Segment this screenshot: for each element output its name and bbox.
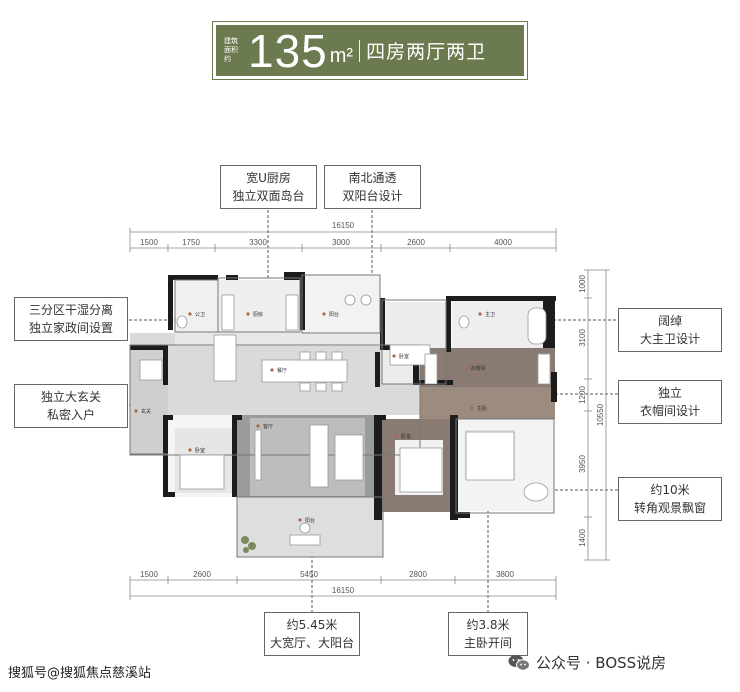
plants: [241, 536, 256, 553]
room-marker-entry: [134, 409, 138, 413]
room-marker-balcony: [298, 518, 302, 522]
callout-entrance-line1: 独立大玄关: [40, 390, 101, 404]
callout-bay-window-line1: 约10米: [650, 483, 690, 497]
area-unit: m²: [329, 45, 354, 67]
callout-living: 约5.45米 大宽厅、大阳台: [264, 612, 360, 656]
dim-bottom-4: 3800: [496, 570, 514, 579]
callout-closet-line1: 独立: [657, 386, 682, 400]
callout-ventilation-line2: 双阳台设计: [342, 189, 403, 203]
top-dimension-lines: [129, 228, 557, 252]
wechat-icon: [508, 654, 530, 671]
callout-ventilation-line1: 南北通透: [348, 171, 397, 185]
room-label-closet: 衣帽间: [470, 365, 485, 372]
room-marker-bedroom_s: [394, 434, 398, 438]
room-label-balcony: 阳台: [305, 517, 315, 524]
callout-master-bed-line2: 主卧开间: [463, 636, 512, 650]
room-label-bath2: 公卫: [195, 312, 205, 318]
layout-type: 四房两厅两卫: [366, 41, 487, 63]
dim-top-total: 16150: [332, 221, 355, 230]
room-marker-kitchen: [246, 312, 250, 316]
room-label-yard: 阳台: [329, 311, 339, 318]
room-label-bedroom_s: 卧室: [401, 433, 411, 440]
room-marker-corridor: [470, 406, 474, 410]
thin-walls: [129, 274, 555, 558]
furniture: [139, 294, 551, 546]
room-marker-yard: [322, 312, 326, 316]
area-number: 135: [248, 24, 328, 77]
callout-master-bath: 阔绰 大主卫设计: [618, 308, 722, 352]
right-dimension-lines: [584, 269, 610, 561]
callout-entrance: 独立大玄关 私密入户: [14, 384, 128, 428]
room-label-corridor: 主卧: [477, 405, 487, 412]
dim-right-3: 3950: [578, 455, 587, 473]
callout-wet-dry-line1: 三分区干湿分离: [28, 303, 113, 317]
dim-right-total: 10550: [596, 403, 605, 426]
room-label-bedroom_n: 卧室: [399, 353, 409, 360]
callout-master-bath-line2: 大主卫设计: [639, 332, 700, 346]
dim-top-1: 1750: [182, 238, 200, 247]
callout-living-line1: 约5.45米: [286, 618, 338, 632]
room-marker-master_bath: [478, 312, 482, 316]
room-label-entry: 玄关: [141, 408, 151, 415]
dim-bottom-0: 1500: [140, 570, 158, 579]
callout-kitchen-line2: 独立双面岛台: [232, 189, 305, 203]
callout-bay-window-line2: 转角观景飘窗: [633, 501, 706, 515]
dim-bottom-2: 5450: [300, 570, 318, 579]
dim-top-0: 1500: [140, 238, 158, 247]
room-marker-bedroom_n: [392, 354, 396, 358]
dimension-texts: 16150 1500 1750 3300 3000 2600 4000 1500 2600 545…: [140, 221, 605, 595]
watermark-sohu: 搜狐号@搜狐焦点慈溪站: [8, 666, 152, 681]
callout-wet-dry: 三分区干湿分离 独立家政间设置: [14, 297, 128, 341]
callout-closet: 独立 衣帽间设计: [618, 380, 722, 424]
dim-bottom-1: 2600: [193, 570, 211, 579]
callout-master-bed: 约3.8米 主卧开间: [448, 612, 528, 656]
callout-wet-dry-line2: 独立家政间设置: [28, 321, 113, 335]
dim-top-5: 4000: [494, 238, 512, 247]
dim-right-1: 3100: [578, 329, 587, 347]
room-labels: 公卫厨房阳台餐厅玄关卧室客厅阳台卧室主卫衣帽间主卧卧室: [134, 311, 495, 524]
dim-bottom-3: 2800: [409, 570, 427, 579]
room-marker-bedroom_w: [188, 448, 192, 452]
dim-right-0: 1000: [578, 275, 587, 293]
watermark-wechat: 公众号 · BOSS说房: [508, 652, 666, 673]
callout-closet-line2: 衣帽间设计: [639, 404, 700, 418]
room-label-bedroom_w: 卧室: [195, 447, 205, 454]
room-label-living: 客厅: [263, 423, 273, 430]
dim-right-2: 1200: [578, 386, 587, 404]
dim-bottom-total: 16150: [332, 586, 355, 595]
dim-right-4: 1400: [578, 529, 587, 547]
banner-separator: [359, 39, 361, 62]
room-marker-dining: [270, 368, 274, 372]
callout-ventilation: 南北通透 双阳台设计: [324, 165, 421, 209]
room-marker-bath2: [188, 312, 192, 316]
callout-living-line2: 大宽厅、大阳台: [269, 636, 354, 650]
room-marker-closet: [466, 366, 470, 370]
callout-master-bath-line1: 阔绰: [657, 314, 682, 328]
room-label-dining: 餐厅: [277, 367, 287, 374]
room-marker-living: [256, 424, 260, 428]
room-label-master_bath: 主卫: [485, 311, 495, 318]
area-label: 建筑面积约: [224, 37, 238, 63]
callout-entrance-line2: 私密入户: [46, 408, 95, 422]
wechat-account-text: 公众号 · BOSS说房: [536, 654, 667, 672]
dim-top-3: 3000: [332, 238, 350, 247]
callout-bay-window: 约10米 转角观景飘窗: [618, 477, 722, 521]
room-label-kitchen: 厨房: [253, 311, 263, 318]
callout-kitchen: 宽U厨房 独立双面岛台: [220, 165, 317, 209]
bottom-dimension-lines: [129, 576, 557, 600]
callout-master-bed-line1: 约3.8米: [466, 618, 510, 632]
title-banner: 建筑面积约 135 m² 四房两厅两卫: [212, 21, 528, 80]
dim-top-4: 2600: [407, 238, 425, 247]
callout-kitchen-line1: 宽U厨房: [246, 171, 291, 185]
dim-top-2: 3300: [249, 238, 267, 247]
